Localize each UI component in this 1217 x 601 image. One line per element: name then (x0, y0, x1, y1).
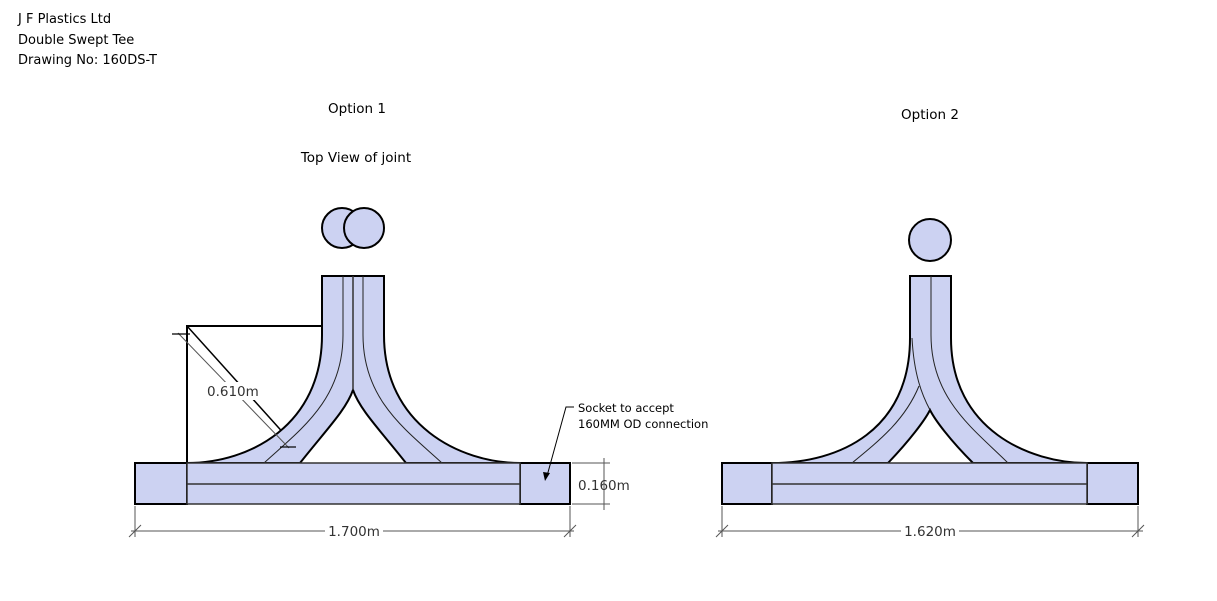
option1-socket-arrow-icon (543, 472, 550, 481)
option1-height-dim-label: 0.160m (578, 478, 630, 494)
option1-left-inner-line (263, 276, 344, 464)
option1-length-tick-left (128, 524, 142, 538)
option1-subtitle: Top View of joint (300, 150, 412, 166)
socket-note-line1: Socket to accept (578, 401, 674, 415)
option1-radius-label-bg (205, 382, 261, 400)
product-name: Double Swept Tee (18, 33, 135, 48)
option1-drawing: 0.610m 1.700m 0.160m Socket to accept 16… (128, 207, 708, 540)
option2-length-tick-right (1131, 524, 1145, 538)
option2-right-socket (1086, 462, 1139, 505)
company-name: J F Plastics Ltd (18, 12, 112, 27)
option1-title: Option 1 (328, 101, 386, 117)
option2-left-socket (721, 462, 773, 505)
option2-left-inner-line (851, 385, 920, 464)
option1-length-dim-label: 1.700m (328, 524, 380, 540)
option1-left-socket (134, 462, 188, 505)
option1-right-socket (519, 462, 571, 505)
option1-right-inner-line (362, 276, 443, 464)
socket-note-line2: 160MM OD connection (578, 417, 708, 431)
drawing-number: Drawing No: 160DS-T (18, 53, 157, 68)
option2-right-inner-line (930, 276, 1009, 464)
option1-top-circle-right (343, 207, 385, 249)
option1-length-label-bg (325, 522, 383, 540)
option2-length-tick-left (715, 524, 729, 538)
option1-length-tick-right (563, 524, 577, 538)
option2-length-label-bg (901, 522, 959, 540)
option2-title: Option 2 (901, 107, 959, 123)
option2-branch-body (771, 275, 1088, 464)
option1-socket-leader (546, 406, 574, 477)
option2-center-line (911, 337, 931, 411)
option2-length-dim-label: 1.620m (904, 524, 956, 540)
option1-radius-dim-label: 0.610m (207, 384, 259, 400)
option2-top-circle (908, 218, 952, 262)
option2-drawing: 1.620m (715, 218, 1145, 540)
